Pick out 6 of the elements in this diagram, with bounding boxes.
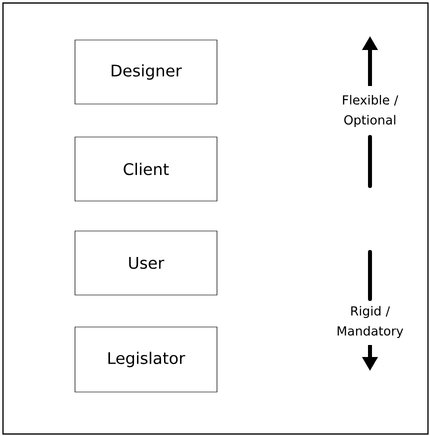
role-box: User xyxy=(74,230,218,296)
arrow-label: Rigid / Mandatory xyxy=(338,306,404,338)
arrow-label: Flexible / Optional xyxy=(342,94,398,128)
role-box: Designer xyxy=(74,40,218,104)
role-box: Client xyxy=(74,136,218,202)
role-box: Legislator xyxy=(74,326,218,392)
